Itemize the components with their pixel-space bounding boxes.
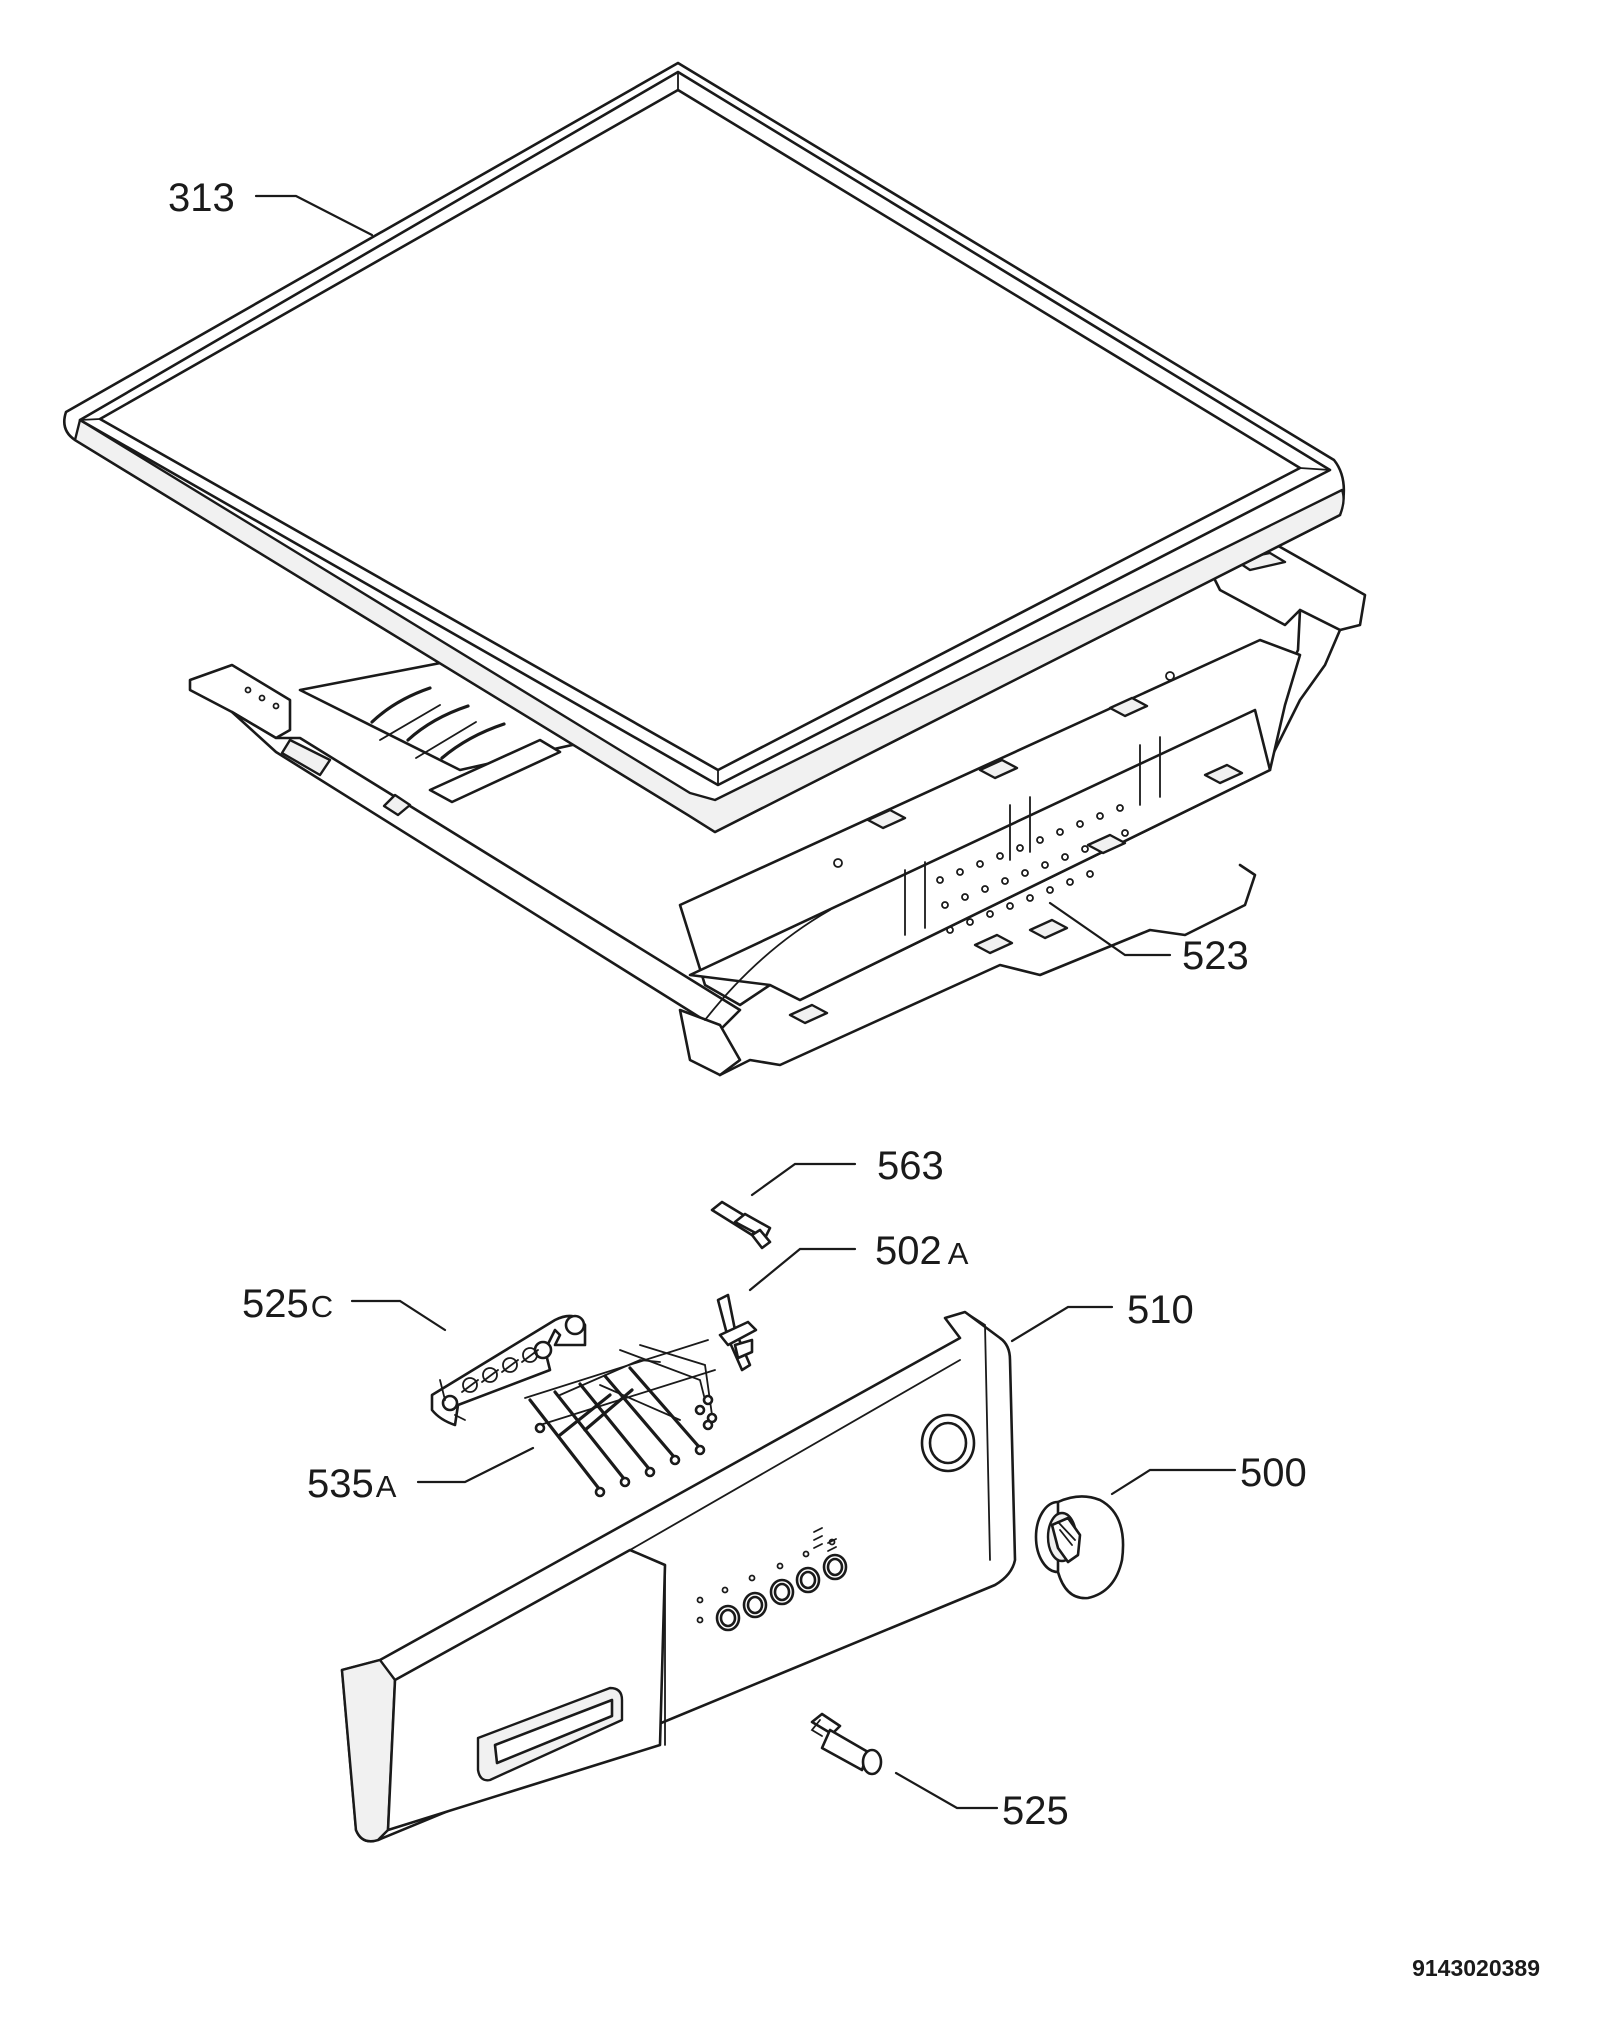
part-563-pin xyxy=(710,1200,772,1250)
part-313-top-cover xyxy=(63,61,1346,834)
part-502A-clip xyxy=(716,1293,758,1372)
label-510: 510 xyxy=(1127,1288,1194,1332)
document-number: 9143020389 xyxy=(1412,1955,1540,1981)
part-535A-push-rods xyxy=(524,1339,718,1498)
label-313: 313 xyxy=(168,176,235,220)
label-525: 525 xyxy=(1002,1789,1069,1833)
label-523: 523 xyxy=(1182,934,1249,978)
part-525C-carrier xyxy=(430,1314,587,1427)
label-535A: 535A xyxy=(307,1462,397,1506)
label-563: 563 xyxy=(877,1144,944,1188)
leader-lines xyxy=(254,194,1237,1810)
label-500: 500 xyxy=(1240,1451,1307,1495)
part-525-indicator-light xyxy=(810,1712,883,1776)
part-500-knob xyxy=(1034,1495,1125,1600)
label-525C: 525C xyxy=(242,1282,333,1326)
part-510-control-panel xyxy=(340,1310,1017,1843)
